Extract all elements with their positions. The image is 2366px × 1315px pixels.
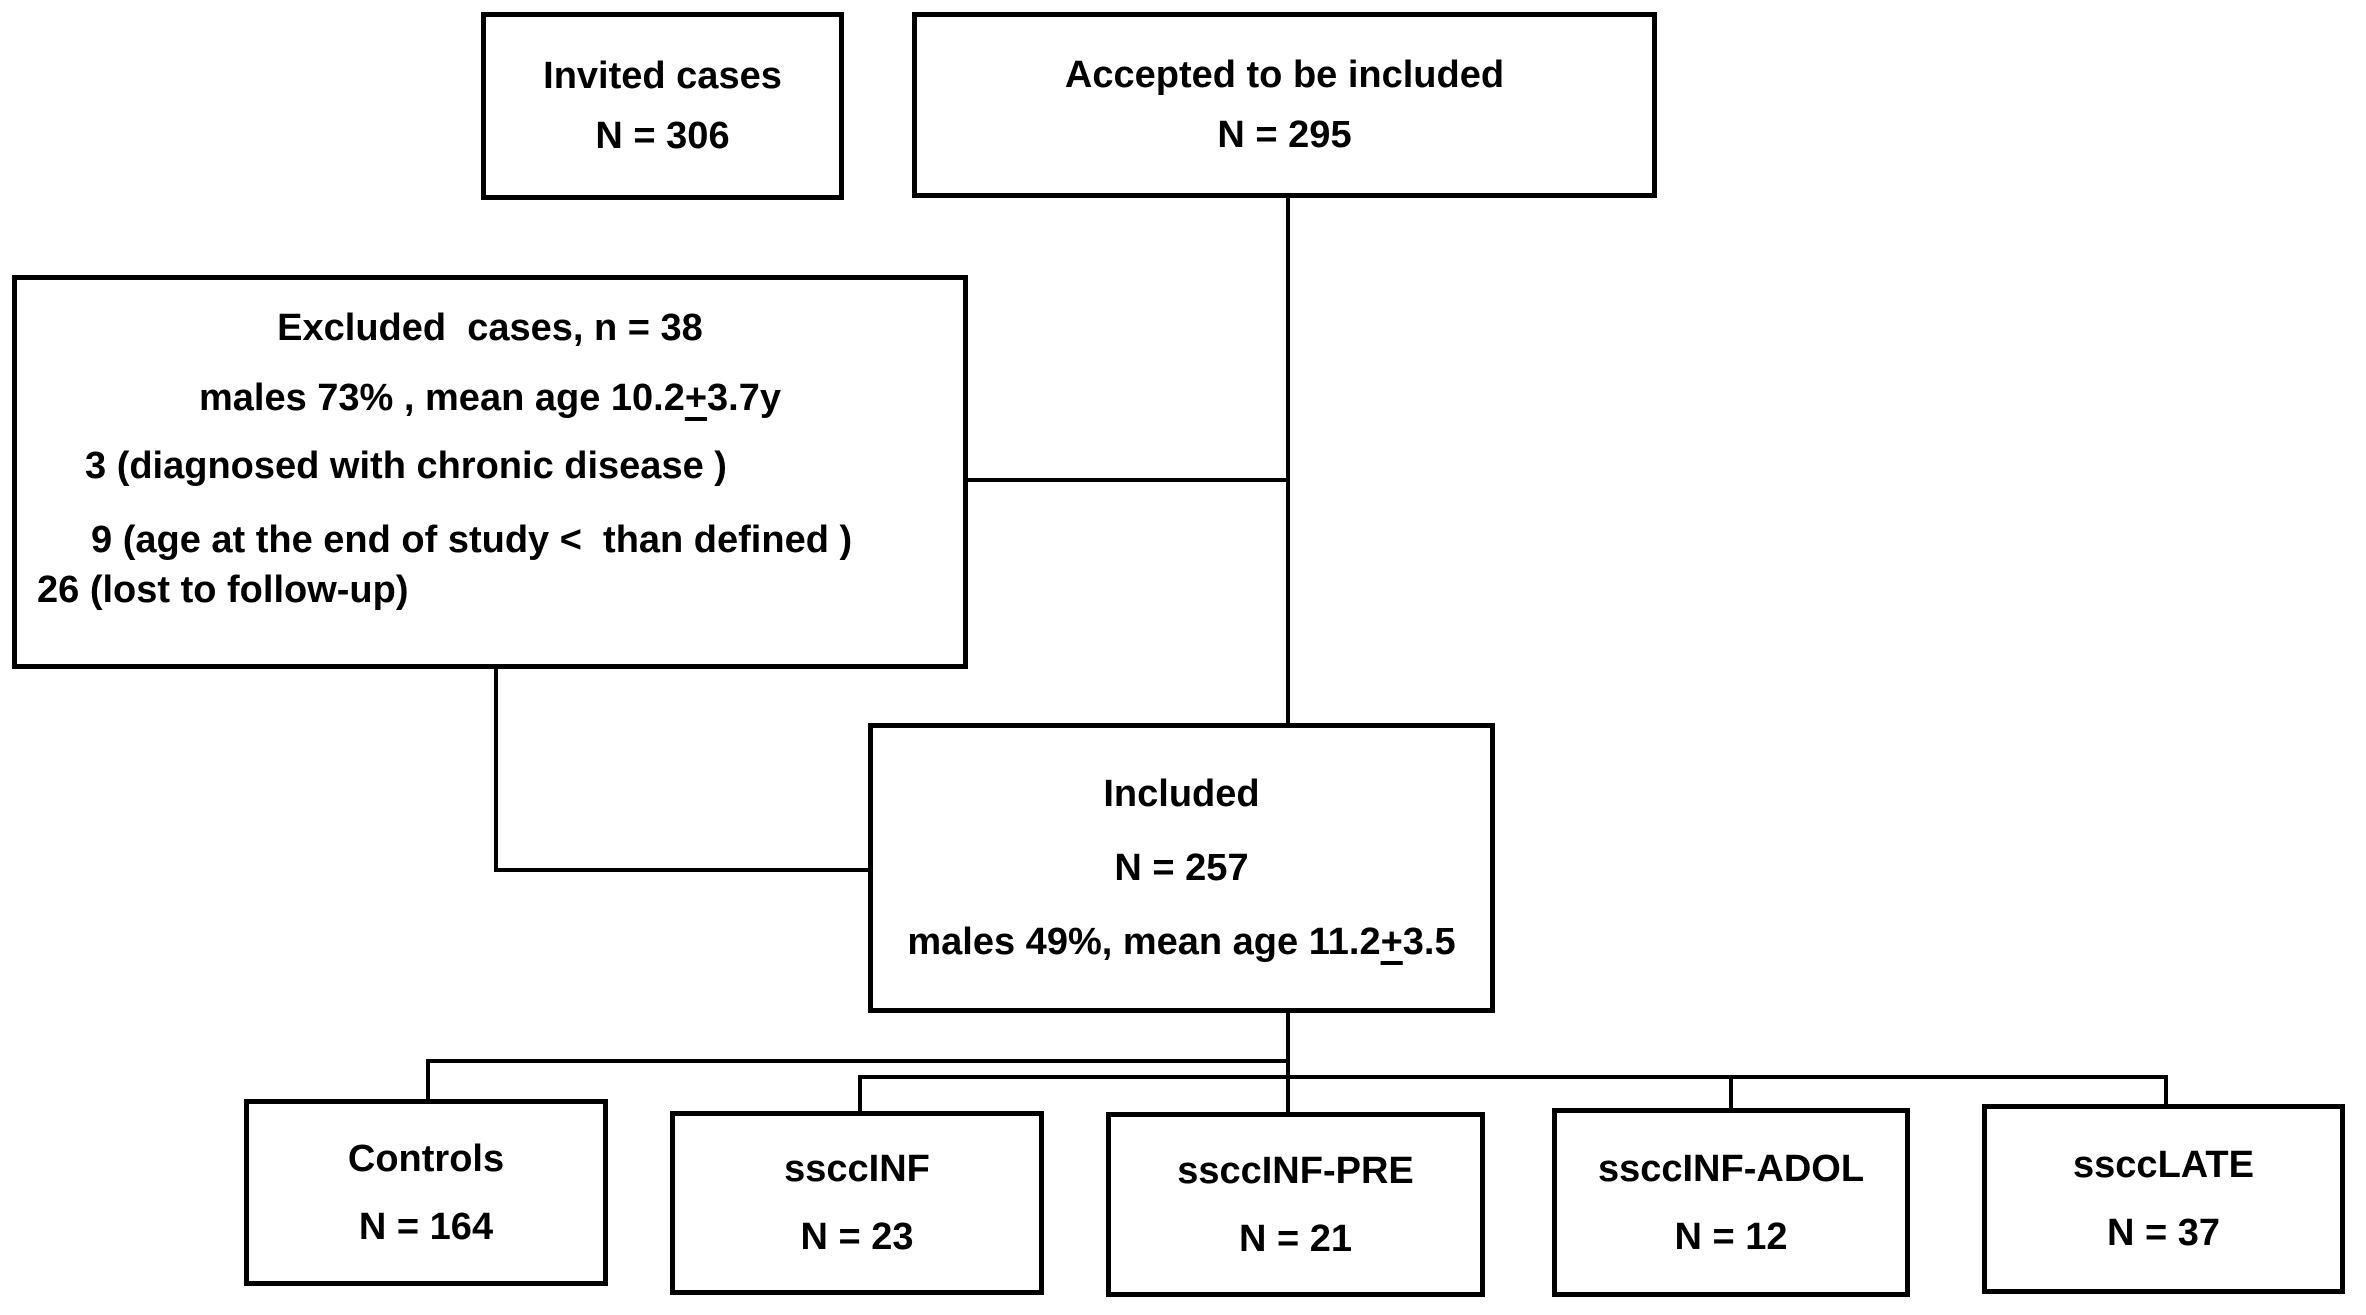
connector-excluded-to-mainline bbox=[966, 478, 1290, 482]
sscclate-count: N = 37 bbox=[2106, 1212, 2221, 1254]
connector-excluded-descender bbox=[494, 667, 498, 872]
ssccinf-pre-group-box: ssccINF-PRE N = 21 bbox=[1106, 1112, 1485, 1297]
ssccinf-count: N = 23 bbox=[800, 1216, 914, 1258]
sscclate-label: ssccLATE bbox=[2073, 1144, 2254, 1186]
excluded-demographics-prefix: males 73% , mean age 10.2 bbox=[198, 377, 685, 419]
invited-count: N = 306 bbox=[595, 115, 730, 157]
connector-drop-ssccinf bbox=[858, 1075, 862, 1113]
excluded-reason-chronic-disease: 3 (diagnosed with chronic disease ) bbox=[85, 445, 727, 487]
connector-accepted-to-included bbox=[1286, 196, 1290, 723]
invited-title: Invited cases bbox=[543, 55, 782, 97]
excluded-title: Excluded cases, n = 38 bbox=[277, 307, 703, 349]
included-title: Included bbox=[1103, 773, 1260, 815]
excluded-cases-box: Excluded cases, n = 38 males 73% , mean … bbox=[12, 275, 968, 669]
included-count: N = 257 bbox=[1114, 847, 1249, 889]
included-demographics-prefix: males 49%, mean age 11.2 bbox=[907, 921, 1381, 963]
sscclate-group-box: ssccLATE N = 37 bbox=[1982, 1104, 2345, 1294]
accepted-title: Accepted to be included bbox=[1064, 54, 1505, 96]
ssccinf-adol-group-box: ssccINF-ADOL N = 12 bbox=[1552, 1108, 1910, 1297]
connector-drop-sscclate bbox=[2164, 1075, 2168, 1106]
excluded-demographics: males 73% , mean age 10.2+3.7y bbox=[17, 374, 963, 422]
included-demographics-suffix: 3.5 bbox=[1402, 921, 1456, 963]
controls-group-box: Controls N = 164 bbox=[244, 1099, 608, 1286]
invited-cases-box: Invited cases N = 306 bbox=[481, 12, 844, 200]
included-box: Included N = 257 males 49%, mean age 11.… bbox=[868, 723, 1495, 1013]
connector-branch-line-groups bbox=[858, 1075, 2168, 1079]
controls-count: N = 164 bbox=[358, 1205, 494, 1248]
excluded-reason-age: 9 (age at the end of study < than define… bbox=[91, 519, 853, 561]
included-demographics: males 49%, mean age 11.2+3.5 bbox=[907, 918, 1455, 966]
accepted-box: Accepted to be included N = 295 bbox=[912, 12, 1657, 198]
ssccinf-label: ssccINF bbox=[784, 1148, 930, 1190]
ssccinf-pre-count: N = 21 bbox=[1238, 1217, 1353, 1260]
accepted-count: N = 295 bbox=[1217, 114, 1352, 156]
ssccinf-adol-count: N = 12 bbox=[1674, 1215, 1788, 1258]
ssccinf-adol-label: ssccINF-ADOL bbox=[1597, 1147, 1865, 1190]
connector-drop-ssccinf-adol bbox=[1729, 1075, 1733, 1110]
excluded-demographics-suffix: 3.7y bbox=[707, 377, 782, 419]
connector-drop-controls bbox=[426, 1059, 430, 1101]
ssccinf-pre-label: ssccINF-PRE bbox=[1177, 1149, 1414, 1192]
connector-branch-line-controls bbox=[426, 1059, 1290, 1063]
plus-minus-sign: + bbox=[1380, 921, 1403, 963]
controls-label: Controls bbox=[347, 1137, 505, 1180]
plus-minus-sign: + bbox=[684, 377, 708, 419]
connector-excluded-to-included bbox=[494, 868, 870, 872]
excluded-reason-lost-followup: 26 (lost to follow-up) bbox=[37, 569, 409, 611]
ssccinf-group-box: ssccINF N = 23 bbox=[670, 1111, 1044, 1295]
